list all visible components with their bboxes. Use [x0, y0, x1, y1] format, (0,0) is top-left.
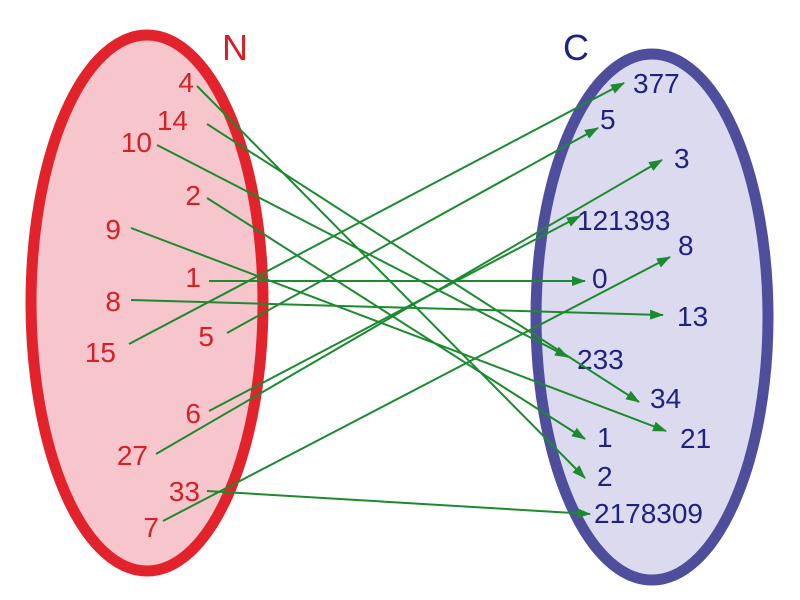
left-element: 6 [185, 398, 201, 429]
left-element: 15 [85, 337, 116, 368]
mapping-arrow [130, 227, 667, 432]
mapping-arrow [226, 127, 599, 334]
left-element: 10 [121, 127, 152, 158]
right-element: 377 [633, 68, 680, 99]
mapping-arrow [130, 299, 664, 320]
right-element: 3 [674, 143, 690, 174]
left-element: 5 [198, 321, 214, 352]
right-element: 0 [592, 263, 608, 294]
right-element: 34 [650, 383, 681, 414]
right-element: 13 [677, 301, 708, 332]
right-element: 8 [678, 230, 694, 261]
mapping-arrow [155, 159, 663, 455]
left-element: 8 [105, 286, 121, 317]
mapping-arrows [128, 82, 671, 522]
left-element: 4 [178, 67, 194, 98]
mapping-arrow [196, 85, 586, 479]
mapping-arrow [162, 256, 671, 522]
right-set-name: C [563, 27, 589, 68]
left-element: 33 [169, 476, 200, 507]
mapping-arrow [206, 197, 586, 440]
right-element: 2 [597, 461, 613, 492]
right-element: 21 [680, 423, 711, 454]
right-element: 233 [577, 344, 624, 375]
left-element: 7 [143, 512, 159, 543]
left-element: 9 [105, 214, 121, 245]
mapping-arrow [206, 123, 640, 403]
left-element: 2 [185, 180, 201, 211]
right-element: 5 [600, 104, 616, 135]
right-element: 121393 [577, 205, 670, 236]
left-set-name: N [222, 27, 248, 68]
mapping-arrow [128, 82, 625, 345]
left-element: 1 [185, 262, 201, 293]
mapping-arrow [208, 215, 581, 412]
left-element: 27 [117, 440, 148, 471]
mapping-arrow [206, 490, 591, 519]
left-element: 14 [157, 105, 188, 136]
mapping-arrow [156, 144, 569, 358]
right-element: 2178309 [594, 498, 703, 529]
right-element: 1 [597, 422, 613, 453]
